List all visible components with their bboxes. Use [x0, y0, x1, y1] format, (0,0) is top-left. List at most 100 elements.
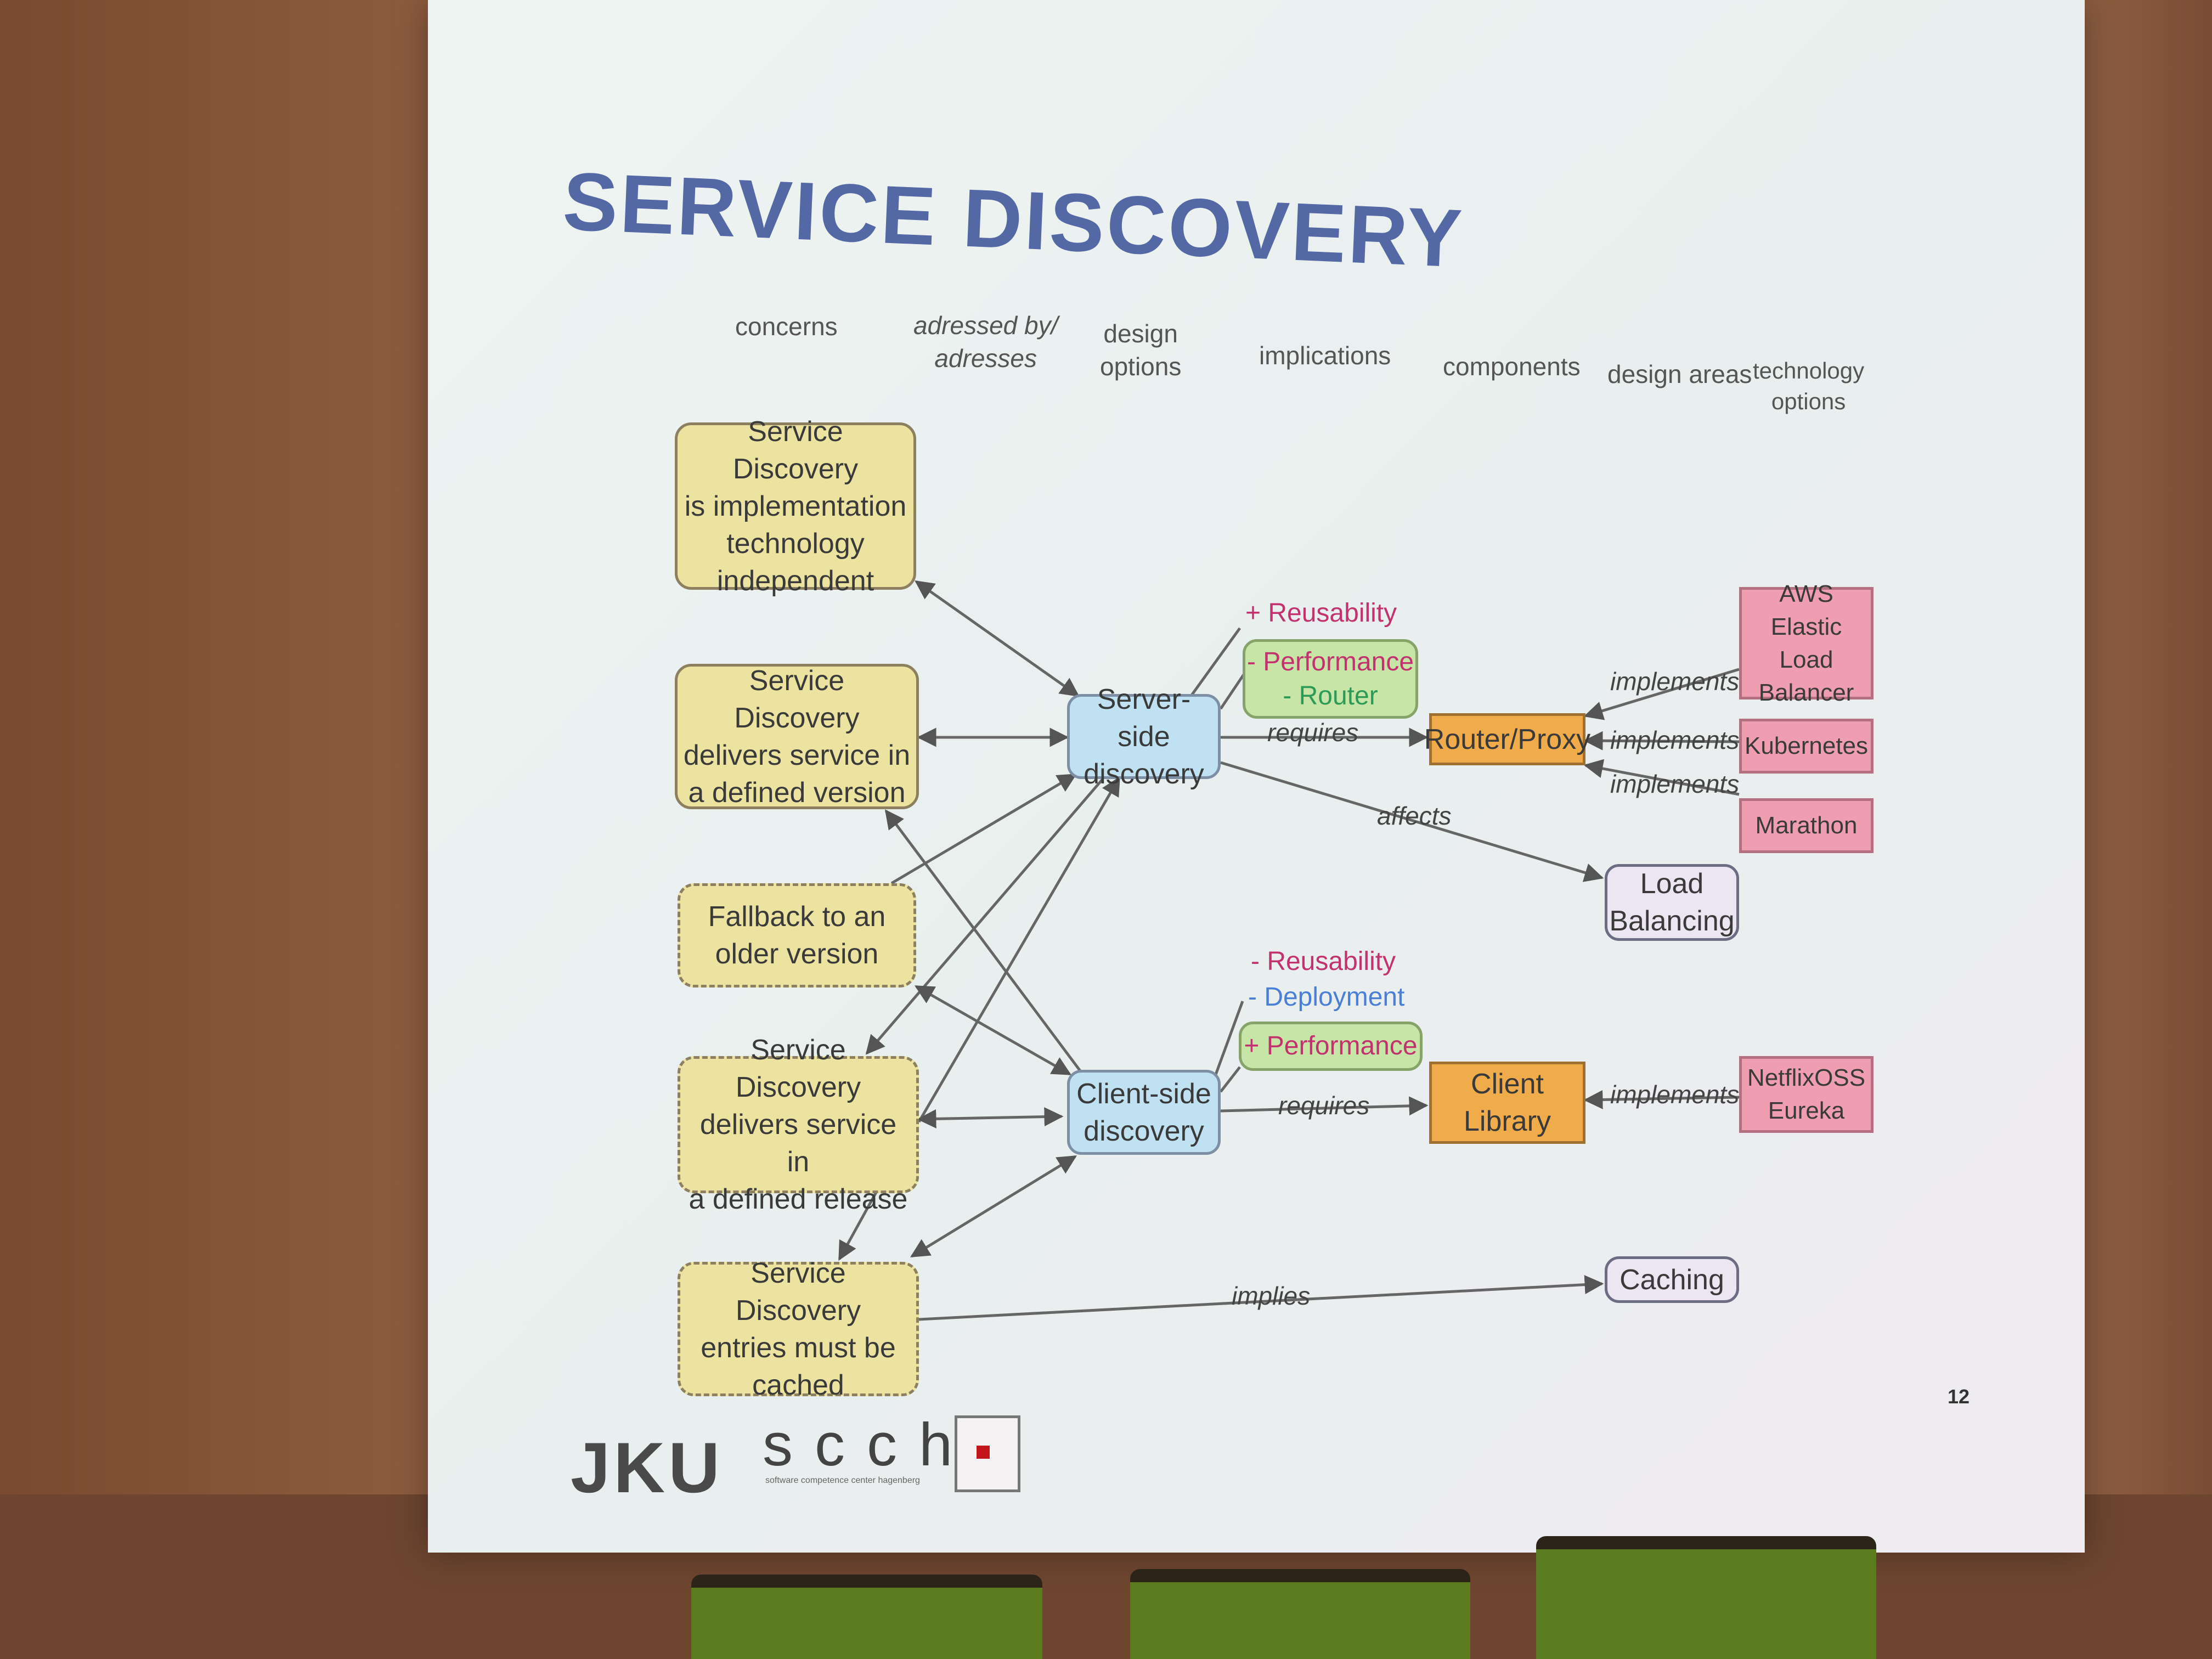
wall-left [0, 0, 450, 1659]
header-implications: implications [1259, 341, 1391, 370]
chair-back [1536, 1536, 1876, 1659]
concern-text-line: a defined release [689, 1183, 908, 1215]
concern-text-line: Service Discovery [734, 664, 860, 734]
edge-client-library [1220, 1096, 1429, 1116]
header-components: components [1443, 352, 1581, 381]
scch-logo: scch [763, 1411, 975, 1479]
component-text-line: Library [1464, 1105, 1551, 1137]
concern-defined-version: Service Discovery delivers service in a … [675, 664, 919, 809]
component-client-library: Client Library [1429, 1062, 1585, 1144]
concern-text-line: a defined version [688, 776, 906, 809]
tech-kubernetes: Kubernetes [1739, 719, 1874, 774]
option-text-line: discovery [1084, 1115, 1204, 1147]
edge-netflix-library [1583, 1090, 1740, 1109]
label-affects: affects [1377, 802, 1452, 830]
edge-aws-router [1583, 668, 1740, 720]
header-addressed: adressed by/ adresses [913, 309, 1058, 375]
jku-logo: JKU [571, 1427, 724, 1508]
edge-client-implications [1211, 1001, 1244, 1084]
edge-implies-caching [918, 1275, 1604, 1321]
header-addressed-line1: adressed by/ [913, 311, 1058, 340]
area-text-line: Balancing [1609, 905, 1735, 937]
area-load-balancing: Load Balancing [1605, 864, 1739, 941]
tech-text-line: AWS Elastic [1770, 580, 1842, 640]
header-design-areas: design areas [1607, 360, 1752, 388]
tech-text-line: Balancer [1758, 679, 1854, 706]
concern-text-line: Service Discovery [732, 415, 859, 485]
option-client-side-discovery: Client-side discovery [1067, 1070, 1221, 1155]
implication-client-box: + Performance [1239, 1022, 1423, 1071]
option-text-line: discovery [1084, 758, 1204, 790]
area-text-line: Load [1640, 868, 1704, 900]
concern-entries-cached: Service Discovery entries must be cached [678, 1257, 919, 1401]
header-technology-line1: technology [1753, 358, 1865, 383]
label-requires-client: requires [1278, 1091, 1370, 1120]
header-design-options-line2: options [1100, 352, 1182, 381]
concern-fallback-older-version: Fallback to an older version [678, 883, 916, 988]
concern-text-line: entries must be [701, 1331, 896, 1364]
scch-logo-subtitle: software competence center hagenberg [765, 1476, 920, 1485]
concern-text-line: is implementation [684, 490, 907, 522]
page-number: 12 [1948, 1385, 1970, 1408]
option-text-line: Server-side [1097, 683, 1191, 753]
component-text-line: Client [1471, 1068, 1544, 1100]
tech-text-line: Load [1779, 646, 1833, 673]
concern-text-line: Fallback to an [708, 901, 886, 933]
edge-c5-client [910, 1155, 1077, 1258]
implication-server-router: - Router [1283, 681, 1378, 710]
concern-text-line: cached [752, 1369, 844, 1401]
tech-text-line: Eureka [1768, 1097, 1845, 1124]
header-addressed-line2: adresses [934, 344, 1037, 373]
scch-logo-dot [977, 1446, 990, 1459]
edge-marathon-router [1583, 759, 1740, 796]
label-implies: implies [1232, 1282, 1311, 1310]
edge-c4-server [865, 778, 1104, 1055]
tech-marathon: Marathon [1739, 798, 1874, 853]
concern-text-line: older version [715, 938, 879, 970]
concern-implementation-independent: Service Discovery is implementation tech… [675, 416, 916, 597]
concern-text-line: technology [726, 527, 865, 560]
chair-back [1130, 1569, 1470, 1659]
edge-c4-c5 [838, 1188, 879, 1261]
tech-text-line: NetflixOSS [1747, 1064, 1866, 1091]
option-text-line: Client-side [1076, 1077, 1211, 1110]
option-server-side-discovery: Server-side discovery [1067, 684, 1221, 790]
edge-client-perfbox [1220, 1066, 1241, 1093]
label-requires-server: requires [1267, 718, 1359, 747]
concern-text-line: delivers service in [683, 739, 911, 771]
edge-c3-client [914, 985, 1072, 1076]
area-caching: Caching [1605, 1256, 1739, 1303]
edge-c3-server [890, 773, 1077, 885]
header-design-options-line1: design [1103, 319, 1178, 348]
implication-client-performance: + Performance [1244, 1031, 1418, 1060]
tech-netflixoss-eureka: NetflixOSS Eureka [1739, 1056, 1874, 1133]
edge-c1-server [915, 580, 1080, 697]
edge-c4-client [917, 1107, 1064, 1128]
header-technology-line2: options [1771, 388, 1846, 414]
label-implements-aws: implements [1610, 667, 1740, 696]
tech-aws-elb: AWS Elastic Load Balancer [1739, 580, 1874, 706]
implication-server-performance: - Performance [1246, 647, 1414, 676]
header-technology-options: technology options [1753, 356, 1864, 417]
header-concerns: concerns [735, 312, 838, 341]
edge-kube-router [1583, 731, 1740, 751]
header-design-options: design options [1100, 317, 1181, 383]
concern-text-line: delivers service in [699, 1109, 897, 1178]
implication-client-reusability: - Reusability [1251, 947, 1396, 976]
concern-text-line: independent [716, 565, 874, 597]
concern-text-line: Service Discovery [735, 1034, 861, 1103]
label-implements-netflix: implements [1610, 1080, 1740, 1109]
concern-text-line: Service Discovery [735, 1257, 861, 1327]
implication-client-deployment: - Deployment [1248, 983, 1405, 1012]
component-router-proxy: Router/Proxy [1424, 713, 1590, 765]
chair-back [691, 1575, 1042, 1659]
implication-server-box: - Performance - Router [1243, 639, 1418, 719]
edge-server-implications [1189, 627, 1242, 698]
label-implements-marathon: implements [1610, 770, 1740, 798]
concern-defined-release: Service Discovery delivers service in a … [678, 1034, 919, 1215]
implication-server-reusability: + Reusability [1245, 599, 1397, 628]
edge-server-implbox [1219, 671, 1247, 710]
edge-server-lb [1220, 761, 1604, 882]
label-implements-kubernetes: implements [1610, 726, 1740, 754]
